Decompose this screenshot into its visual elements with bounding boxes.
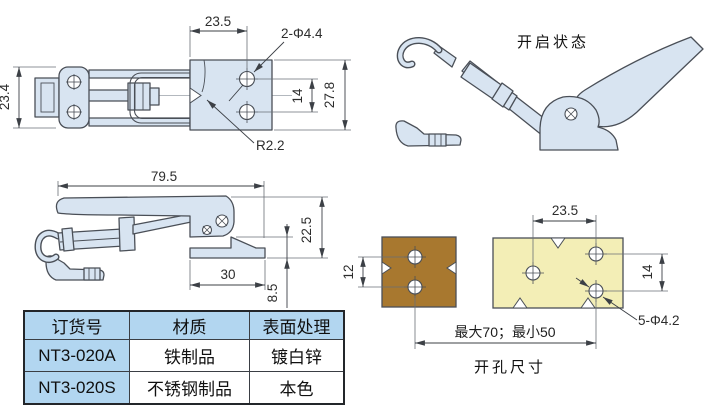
pivot-mark	[564, 107, 578, 121]
header-surface: 表面处理	[249, 310, 345, 340]
screw-hole	[66, 74, 82, 90]
mount-bracket	[539, 95, 619, 151]
header-material: 材质	[129, 310, 250, 340]
open-state-label: 开启状态	[517, 34, 589, 51]
top-view-drawing: 23.5 2-Φ4.4 23.4 14 27.8 R2.2	[0, 14, 351, 153]
cell-order-no: NT3-020A	[23, 339, 130, 372]
mounting-hole	[236, 68, 258, 90]
dim-label-left-span: 12	[341, 264, 356, 279]
dim-label-top-span: 23.5	[552, 203, 578, 218]
top-view-dimensions: 23.5 2-Φ4.4 23.4 14 27.8 R2.2	[0, 14, 351, 153]
drill-hole	[585, 280, 607, 302]
cell-material: 铁制品	[129, 339, 250, 372]
dim-label-width: 23.5	[205, 14, 231, 29]
cell-material: 不锈钢制品	[129, 371, 250, 405]
side-view-dimensions: 79.5 22.5 30 8.5	[57, 169, 328, 308]
drill-hole	[585, 243, 607, 265]
dim-label-plate-height: 27.8	[322, 82, 337, 108]
dim-label-right-span: 14	[640, 264, 655, 280]
pivot-mark	[201, 224, 213, 236]
cell-surface: 本色	[249, 371, 345, 405]
spec-table: 订货号 材质 表面处理 NT3-020A 铁制品 镀白锌 NT3-020S 不锈…	[23, 310, 345, 405]
dim-label-offset: 8.5	[265, 284, 280, 303]
open-state-drawing: 开启状态	[395, 34, 704, 151]
dim-label-base: 30	[220, 267, 235, 282]
adjust-nut	[127, 82, 151, 111]
base-foot	[189, 236, 266, 259]
table-row: NT3-020A 铁制品 镀白锌	[23, 339, 345, 372]
cell-order-no: NT3-020S	[23, 371, 130, 405]
table-row: NT3-020S 不锈钢制品 本色	[23, 371, 345, 405]
dim-label-height: 22.5	[299, 217, 314, 243]
cell-surface: 镀白锌	[249, 339, 345, 372]
spec-table-header-row: 订货号 材质 表面处理	[23, 310, 345, 340]
hole-pattern-caption: 开孔尺寸	[474, 359, 546, 376]
keeper-drill-plate	[381, 236, 457, 308]
hook-head	[34, 77, 60, 118]
base-plate	[189, 59, 273, 131]
hole-pattern-dimensions: 12 23.5 14 5-Φ4.2 最大70；最小50	[341, 203, 680, 349]
latch-notch	[189, 87, 202, 104]
dim-label-height: 23.4	[0, 83, 12, 110]
threaded-rod	[87, 89, 131, 102]
drill-hole	[404, 276, 426, 298]
dim-label-length: 79.5	[151, 169, 177, 184]
drill-hole	[522, 262, 544, 284]
screw-hole	[66, 104, 82, 120]
pivot-mark	[215, 214, 229, 228]
drill-hole	[404, 246, 426, 268]
lever-body	[55, 195, 235, 238]
dim-label-hole-span: 14	[290, 88, 305, 104]
dim-label-range: 最大70；最小50	[454, 324, 555, 341]
dim-label-hole-callout: 5-Φ4.2	[638, 313, 680, 328]
mounting-hole	[236, 101, 258, 123]
side-view-drawing: 79.5 22.5 30 8.5	[34, 169, 328, 308]
hole-pattern-drawing: 12 23.5 14 5-Φ4.2 最大70；最小50 开孔尺寸	[341, 203, 680, 376]
dim-label-radius: R2.2	[256, 138, 285, 153]
header-order-no: 订货号	[23, 310, 130, 340]
dim-label-hole-callout: 2-Φ4.4	[281, 26, 323, 41]
